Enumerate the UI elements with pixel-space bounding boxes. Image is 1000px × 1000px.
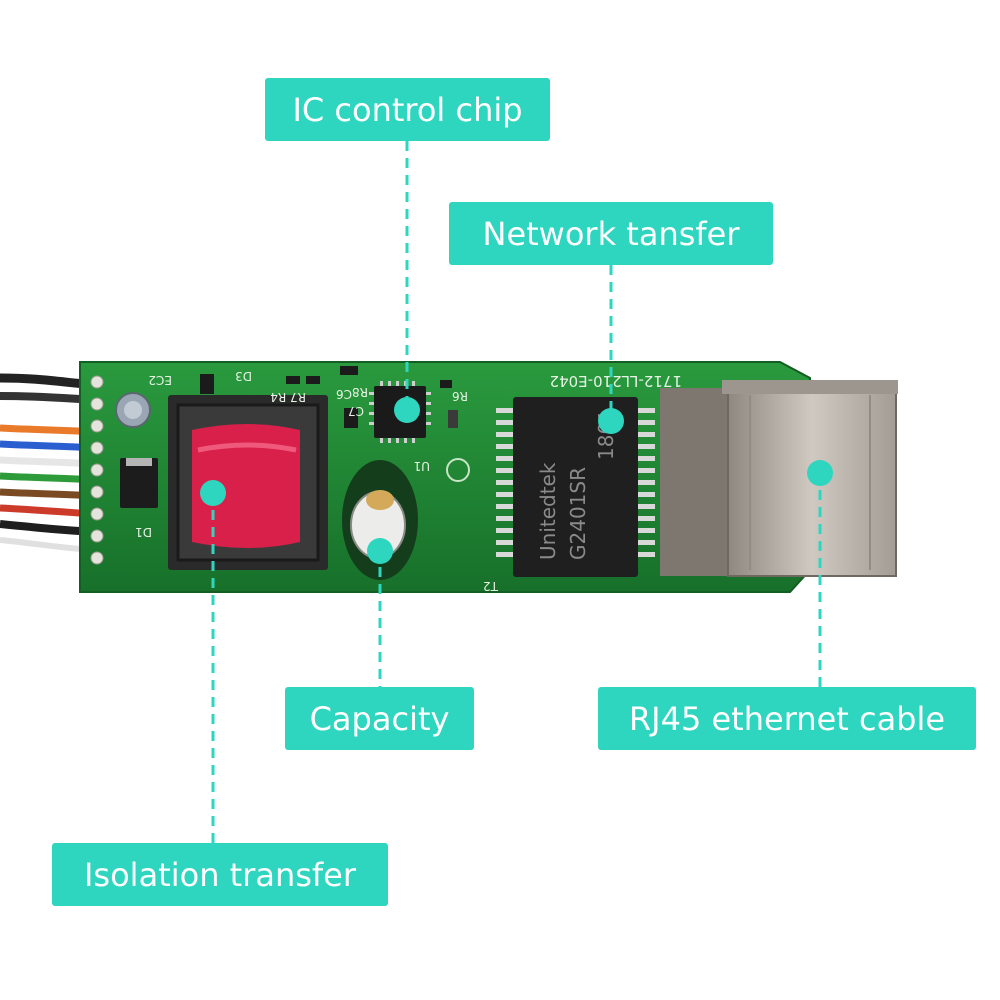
silk-u1: U1 (414, 459, 430, 473)
marker-dots (200, 397, 833, 564)
silk-ec2: EC2 (148, 373, 172, 387)
silk-r7r4: R7 R4 (270, 390, 306, 404)
ic-chip-pins (369, 381, 431, 443)
capacitor-lead (366, 490, 394, 510)
leader-lines (211, 141, 822, 843)
solder-pads (90, 375, 104, 565)
silk-t2: T2 (483, 579, 499, 593)
dot-rj45 (807, 460, 833, 486)
silk-board-code: 1712-LL210-E042 (550, 372, 682, 390)
silk-d1: D1 (135, 525, 152, 539)
label-ic-control-chip: IC control chip (265, 78, 550, 141)
rj45-jack-back (660, 388, 730, 576)
dot-network (598, 408, 624, 434)
mounting-hole (446, 458, 470, 482)
dot-isolation (200, 480, 226, 506)
network-chip (513, 397, 638, 577)
transformer-coil (192, 424, 300, 548)
silkscreen: EC2 D3 R7 R4 R8 C6 C7 U1 R6 D1 T2 1712-L… (135, 369, 682, 593)
network-chip-pins (496, 408, 655, 557)
label-capacity: Capacity (285, 687, 474, 750)
silk-d3: D3 (235, 369, 252, 383)
chip-model-text: G2401SR (566, 467, 590, 560)
chip-brand-text: Unitedtek (536, 462, 560, 560)
label-network-transfer: Network tansfer (449, 202, 773, 265)
rj45-jack-ribs (749, 395, 871, 570)
label-rj45-ethernet-cable: RJ45 ethernet cable (598, 687, 976, 750)
coil-highlight (197, 442, 297, 453)
rj45-jack-top (722, 380, 898, 394)
diode-d1 (120, 458, 158, 508)
dot-capacity (367, 538, 393, 564)
label-isolation-transfer: Isolation transfer (52, 843, 388, 906)
silk-r8: R8 (352, 385, 368, 399)
silk-c7: C7 (348, 404, 364, 418)
smd-components (200, 366, 458, 428)
dot-ic (394, 397, 420, 423)
diode-d1-band (126, 458, 152, 466)
small-capacitor-top (124, 401, 142, 419)
silk-r6: R6 (452, 389, 468, 403)
silk-c6: C6 (336, 387, 352, 401)
